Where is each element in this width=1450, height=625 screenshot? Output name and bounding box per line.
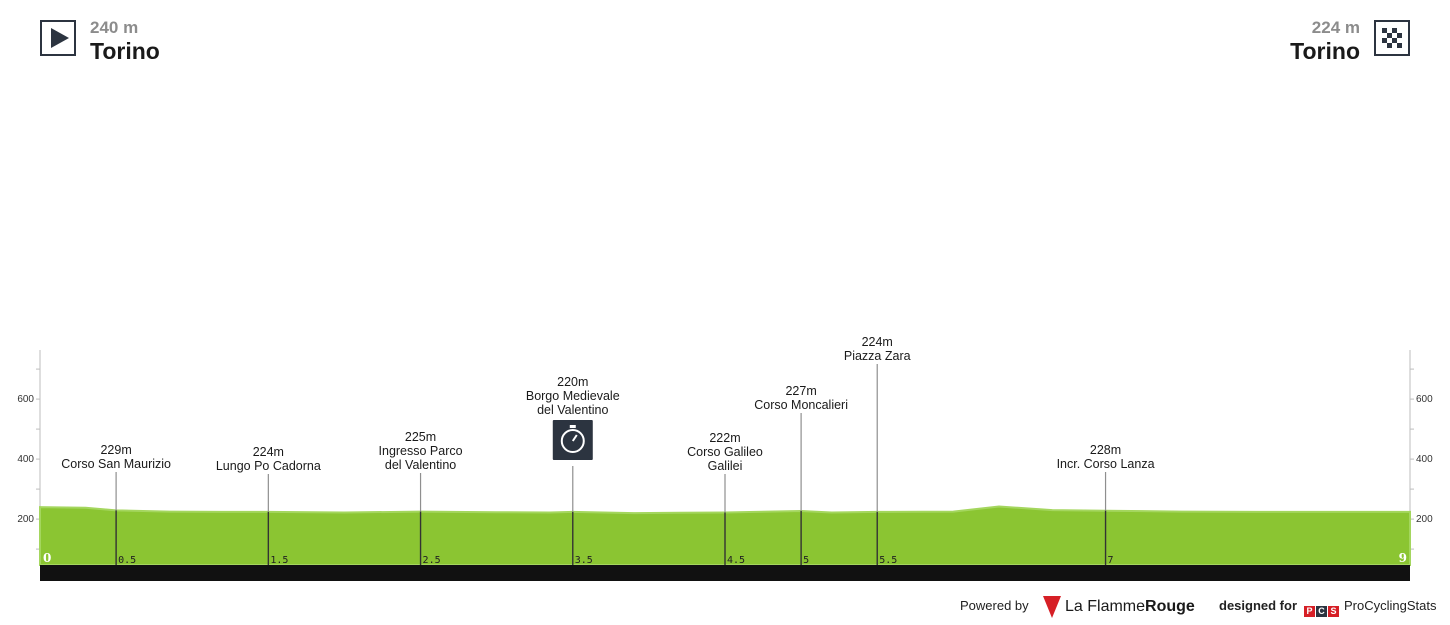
flame-icon [1043,596,1061,618]
checkered-flag-icon [1374,20,1410,56]
poi-name: Piazza Zara [844,349,911,363]
stopwatch-crown [569,425,576,428]
km-label: 2.5 [423,555,441,566]
poi-altitude: 222m [709,431,740,445]
km-label: 5.5 [879,555,897,566]
km-label: 3.5 [575,555,593,566]
poi-name: Incr. Corso Lanza [1057,457,1155,471]
pcs-letter-s: S [1328,606,1339,617]
designed-for-text: designed for [1219,598,1298,613]
poi-name: Borgo Medievale [526,389,620,403]
la-flamme-rouge-logo[interactable]: La FlammeRouge [1043,596,1195,618]
poi-name: Galilei [708,459,743,473]
brand-name-b: Rouge [1145,598,1195,615]
stopwatch-dial [560,429,585,453]
finish-altitude: 224 m [1311,18,1360,37]
poi-altitude: 220m [557,375,588,389]
km-label: 4.5 [727,555,745,566]
start-city: Torino [90,38,160,64]
poi-name: Ingresso Parco [379,444,463,458]
poi-name: Corso Moncalieri [754,398,848,412]
finish-city: Torino [1290,38,1360,64]
start-altitude: 240 m [90,18,139,37]
pcs-letter-p: P [1304,606,1315,617]
poi-altitude: 229m [100,443,131,457]
poi-name: del Valentino [385,458,456,472]
brand-name-a: La Flamme [1065,598,1146,615]
y-tick-label-left: 200 [17,514,34,525]
km-label: 5 [803,555,809,566]
distance-bar [40,565,1410,581]
poi-altitude: 227m [785,384,816,398]
y-tick-label-right: 400 [1416,454,1433,465]
powered-by-text: Powered by [960,598,1029,613]
y-tick-label-left: 600 [17,394,34,405]
poi-altitude: 224m [862,335,893,349]
procyclingstats-name[interactable]: ProCyclingStats [1344,598,1437,613]
y-tick-label-left: 400 [17,454,34,465]
poi-name: Corso Galileo [687,445,763,459]
poi-name: del Valentino [537,403,608,417]
poi-altitude: 225m [405,430,436,444]
stopwatch-hand [571,434,578,442]
poi-name: Lungo Po Cadorna [216,459,321,473]
stage-profile-chart: 200 400 600 200 400 600 0 9 0.5 1.5 2.5 3.5 4.5 5 5.5 7… [17,335,1433,581]
pcs-letter-c: C [1316,606,1327,617]
y-tick-label-right: 600 [1416,394,1433,405]
poi-name: Corso San Maurizio [61,457,171,471]
poi-altitude: 228m [1090,443,1121,457]
km-label: 0.5 [118,555,136,566]
finish-km-label: 9 [1399,551,1407,565]
km-label: 7 [1108,555,1114,566]
play-icon [40,20,76,56]
km-label: 1.5 [270,555,288,566]
poi-altitude: 224m [253,445,284,459]
y-tick-label-right: 200 [1416,514,1433,525]
start-km-label: 0 [43,551,51,565]
